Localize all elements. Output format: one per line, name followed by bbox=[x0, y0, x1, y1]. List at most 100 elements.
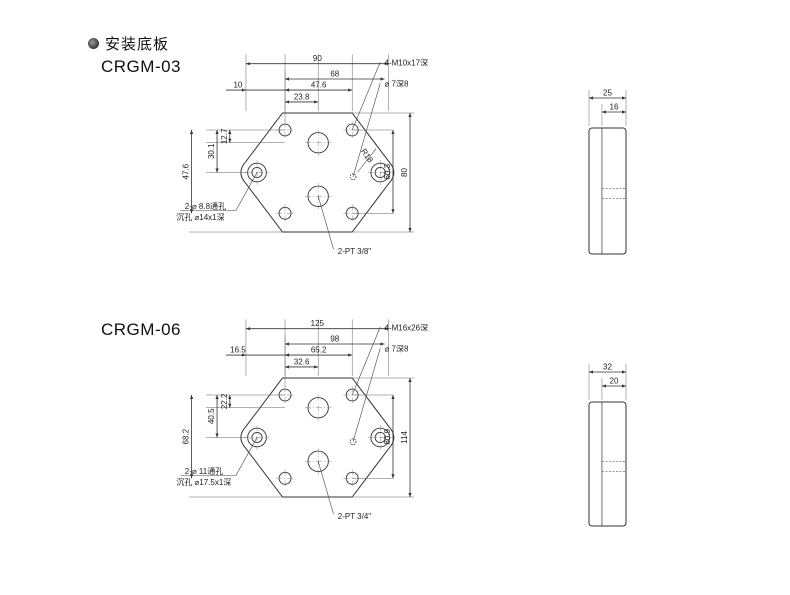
dimension-arrow bbox=[348, 353, 353, 357]
dimension-arrow bbox=[285, 77, 290, 81]
side-view-outline bbox=[588, 127, 627, 255]
leader-line bbox=[351, 326, 381, 396]
leader-line bbox=[352, 83, 381, 177]
dimension-arrow bbox=[241, 353, 246, 357]
callout-counterbore: 沉孔 ⌀14x1深 bbox=[176, 213, 224, 222]
leader-line bbox=[317, 196, 334, 250]
dimension-arrow bbox=[241, 88, 246, 92]
dimension-arrow bbox=[228, 395, 232, 399]
dim-v-small: 22.2 bbox=[220, 393, 229, 409]
dim-height-total: 80 bbox=[400, 168, 409, 177]
model-label-crgm-06: CRGM-06 bbox=[101, 320, 182, 339]
dimension-arrow bbox=[189, 130, 194, 134]
dim-height-inner: 60.3 bbox=[383, 163, 392, 179]
dimension-arrow bbox=[228, 403, 232, 408]
callout-ports: 2-PT 3/4" bbox=[338, 512, 372, 521]
dim-v-mid: 30.1 bbox=[207, 143, 216, 159]
callout-pin-hole: ⌀ 7深8 bbox=[385, 345, 409, 354]
dimension-arrow bbox=[391, 209, 395, 214]
dimension-arrow bbox=[601, 110, 606, 114]
dim-height-inner: 80.9 bbox=[383, 428, 392, 444]
dimension-arrow bbox=[314, 365, 319, 369]
dimension-arrow bbox=[228, 138, 232, 143]
callout-bolt-holes: 4-M16x26深 bbox=[385, 323, 429, 332]
dimension-arrow bbox=[384, 327, 389, 331]
dimension-arrow bbox=[215, 395, 219, 399]
leader-line bbox=[352, 348, 381, 442]
side-view-outline bbox=[588, 401, 627, 527]
dimension-arrow bbox=[622, 384, 626, 388]
callout-pin-hole: ⌀ 7深8 bbox=[385, 80, 409, 89]
dimension-arrow bbox=[622, 96, 626, 100]
dim-height-total: 114 bbox=[400, 431, 409, 444]
dimension-arrow bbox=[189, 474, 194, 479]
dimension-arrow bbox=[384, 62, 389, 66]
pin-hole bbox=[349, 173, 357, 181]
leader-line bbox=[357, 148, 377, 173]
dimension-arrow bbox=[408, 113, 412, 117]
dim-edge-offset: 10 bbox=[233, 81, 242, 90]
dim-side-inner: 20 bbox=[610, 377, 619, 386]
dimension-arrow bbox=[215, 433, 219, 438]
callout-counterbore: 沉孔 ⌀17.5x1深 bbox=[176, 478, 231, 487]
dim-v-small: 12.7 bbox=[220, 128, 229, 144]
dimension-arrow bbox=[380, 342, 385, 346]
dim-side-inner: 16 bbox=[610, 103, 619, 112]
counterbore bbox=[374, 431, 386, 444]
circle-bullet-icon bbox=[88, 38, 99, 49]
counterbore bbox=[251, 166, 263, 179]
model-label-crgm-03: CRGM-03 bbox=[101, 57, 182, 76]
dim-port-span: 65.2 bbox=[311, 346, 327, 355]
leader-line bbox=[235, 172, 258, 211]
dim-v-large: 47.6 bbox=[182, 163, 191, 179]
dim-port-offset: 32.6 bbox=[294, 357, 310, 366]
dimension-arrow bbox=[589, 96, 593, 100]
dim-side-thickness: 25 bbox=[603, 89, 612, 98]
section-title: 安装底板 bbox=[105, 36, 170, 53]
dimension-arrow bbox=[285, 353, 290, 357]
counterbore bbox=[374, 166, 386, 179]
dim-v-mid: 40.5 bbox=[207, 408, 216, 424]
leader-line bbox=[317, 461, 334, 515]
dimension-arrow bbox=[601, 384, 606, 388]
dimension-arrow bbox=[380, 77, 385, 81]
dim-overall-width: 90 bbox=[313, 54, 322, 63]
dimension-arrow bbox=[189, 209, 194, 214]
dimension-arrow bbox=[215, 130, 219, 134]
dimension-arrow bbox=[215, 168, 219, 173]
leader-line bbox=[351, 61, 381, 131]
dim-v-large: 68.2 bbox=[182, 428, 191, 444]
dimension-arrow bbox=[408, 493, 412, 497]
callout-bolt-holes: 4-M10x17深 bbox=[385, 58, 429, 67]
section-header: 安装底板 bbox=[88, 33, 169, 54]
callout-mount-holes: 2-⌀ 11通孔 bbox=[185, 466, 223, 476]
counterbore bbox=[251, 431, 263, 444]
dimension-arrow bbox=[285, 88, 290, 92]
leader-line bbox=[235, 437, 258, 476]
dimension-arrow bbox=[189, 395, 194, 399]
dimension-arrow bbox=[408, 378, 412, 382]
dim-hole-span: 98 bbox=[330, 335, 339, 344]
dim-edge-offset: 16.5 bbox=[230, 346, 246, 355]
dimension-arrow bbox=[245, 62, 250, 66]
dimension-arrow bbox=[228, 130, 232, 134]
dimension-arrow bbox=[285, 365, 290, 369]
dim-hole-span: 68 bbox=[330, 70, 339, 79]
pin-hole bbox=[349, 438, 357, 446]
dimension-arrow bbox=[408, 228, 412, 232]
dimension-arrow bbox=[285, 342, 290, 346]
dim-port-span: 47.6 bbox=[311, 81, 327, 90]
dimension-arrow bbox=[391, 474, 395, 479]
dim-overall-width: 125 bbox=[311, 319, 325, 328]
dimension-arrow bbox=[391, 130, 395, 134]
dimension-arrow bbox=[245, 327, 250, 331]
side-view-crgm-03: 25 16 bbox=[588, 89, 627, 255]
dimension-arrow bbox=[285, 100, 290, 104]
dimension-arrow bbox=[589, 370, 593, 374]
dim-radius: R18 bbox=[359, 147, 375, 165]
dimension-arrow bbox=[622, 110, 626, 114]
